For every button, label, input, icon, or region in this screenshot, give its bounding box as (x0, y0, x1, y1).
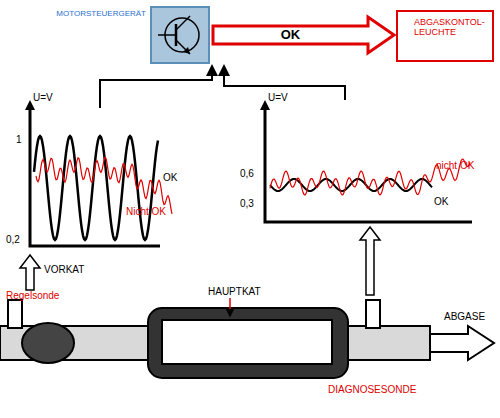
sensor-name: DIAGNOSESONDE (328, 384, 416, 395)
transistor-symbol (152, 8, 208, 62)
axis-label: U=V (33, 92, 53, 103)
pre-catalyst (22, 323, 74, 363)
control-unit: MOTORSTEUERGERÄT (150, 6, 210, 64)
chart-axis (30, 105, 160, 246)
curve-label: OK (163, 172, 177, 183)
signal-wire (100, 70, 212, 108)
status-arrow (213, 17, 394, 53)
unit-heading: MOTORSTEUERGERÄT (56, 10, 146, 19)
axis-value: 1 (16, 134, 22, 145)
control-sensor (8, 300, 22, 328)
leader-line (229, 298, 231, 313)
exhaust-arrow (430, 326, 494, 360)
warning-lamp-box: ABGASKONTOL- LEUCHTE (396, 10, 494, 62)
lamp-label: ABGASKONTOL- LEUCHTE (414, 18, 478, 38)
axis-value: 0,3 (240, 198, 254, 209)
axis-value: 0,2 (6, 234, 20, 245)
main-catalyst (148, 308, 348, 378)
sensor-name: Regelsonde (6, 290, 59, 301)
axis-value: 0,6 (240, 168, 254, 179)
part-name: HAUPTKAT (208, 286, 261, 297)
curve-label: nicht OK (436, 160, 474, 171)
edge-label: OK (279, 28, 303, 42)
catalyst-core (162, 320, 332, 364)
signal-curve (36, 157, 172, 213)
axis-label: U=V (268, 92, 288, 103)
diagnosis-sensor (366, 300, 380, 328)
signal-curve (34, 136, 158, 240)
flow-label: ABGASE (444, 311, 485, 322)
curve-label: OK (434, 196, 448, 207)
signal-arrow (20, 255, 40, 290)
curve-label: Nicht OK (126, 206, 166, 217)
part-name: VORKAT (44, 264, 84, 275)
signal-arrow (360, 227, 380, 295)
